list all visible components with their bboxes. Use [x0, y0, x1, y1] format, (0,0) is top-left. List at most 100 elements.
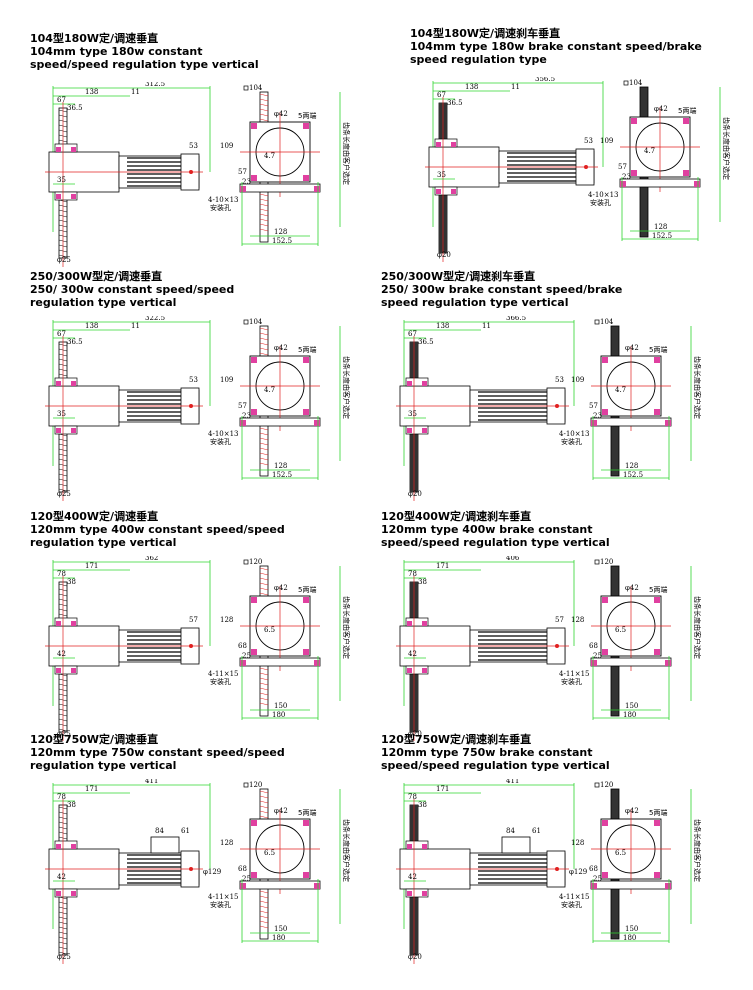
bolt-marker: [407, 844, 412, 849]
rack-tooth: [259, 905, 269, 909]
bolt-marker: [407, 621, 412, 626]
dim-label: 171: [85, 562, 98, 570]
rack-tooth: [259, 815, 269, 819]
title-english: 250/ 300w brake constant speed/brake spe…: [381, 283, 623, 309]
corner-hole: [654, 649, 660, 655]
overall-length-label: 406: [506, 556, 520, 562]
dim-label: 57: [589, 402, 598, 410]
square-symbol: [243, 319, 249, 325]
bolt-marker: [56, 891, 61, 896]
base-plate: [239, 880, 321, 890]
gearbox-flange: [54, 377, 78, 387]
terminal-box: [150, 836, 180, 854]
overall-length-label: 411: [506, 779, 519, 785]
dim-label: 84: [506, 827, 515, 835]
rack-tooth: [259, 332, 269, 336]
rack-tooth: [259, 208, 269, 212]
rack-tooth: [259, 667, 269, 671]
square-symbol: [594, 319, 600, 325]
dim-label: 128: [220, 839, 233, 847]
dim-label: 11: [511, 83, 520, 91]
rack-tooth: [259, 432, 269, 436]
rack-tooth: [259, 98, 269, 102]
bolt-marker: [422, 621, 427, 626]
pcd-label: 6.5: [264, 626, 275, 634]
overall-length-label: 411: [145, 779, 158, 785]
dim-label: 150: [274, 702, 287, 710]
dim-label: 180: [272, 711, 285, 719]
dim-label: φ20: [408, 730, 422, 738]
mount-label: 安装孔: [210, 437, 231, 446]
corner-hole: [602, 649, 608, 655]
bolt-marker: [407, 891, 412, 896]
dim-label: 138: [465, 83, 478, 91]
dim-label: 78: [408, 570, 417, 578]
dim-label: 61: [181, 827, 190, 835]
rack-tooth: [259, 337, 269, 341]
rack-tooth: [259, 810, 269, 814]
foot-hole: [694, 181, 700, 187]
dim-label: 67: [408, 330, 417, 338]
corner-hole: [251, 597, 257, 603]
title-chinese: 120型750W定/调速刹车垂直: [381, 733, 532, 746]
corner-hole: [683, 118, 689, 124]
title-english: 120mm type 400w constant speed/speed reg…: [30, 523, 285, 549]
bolt-marker: [71, 844, 76, 849]
dim-label: 109: [600, 137, 613, 145]
holes-label: 4-10×13: [208, 430, 239, 438]
rack-tooth: [259, 103, 269, 107]
mount-label: 安装孔: [561, 900, 582, 909]
shaft-dia-label: φ42: [625, 344, 639, 352]
dim-label: 109: [571, 376, 584, 384]
dim-label: 128: [274, 228, 287, 236]
bolt-marker: [71, 668, 76, 673]
dim-label: φ25: [57, 953, 71, 961]
bolt-marker: [56, 621, 61, 626]
corner-hole: [602, 872, 608, 878]
rack-tooth: [259, 457, 269, 461]
rack-tooth: [259, 452, 269, 456]
bolt-marker: [407, 381, 412, 386]
dim-label: 78: [408, 793, 417, 801]
rack-tooth: [259, 920, 269, 924]
rack-tooth: [259, 900, 269, 904]
gearbox-flange: [405, 888, 429, 898]
dim-label: 150: [274, 925, 287, 933]
rack-tooth: [259, 890, 269, 894]
corner-hole: [654, 872, 660, 878]
dim-label: 128: [625, 462, 638, 470]
dim-label: 171: [85, 785, 98, 793]
corner-hole: [654, 409, 660, 415]
dim-label: 42: [408, 650, 417, 658]
square-size-label: 120: [249, 558, 262, 566]
dim-label: 11: [131, 322, 140, 330]
mount-label: 安装孔: [210, 900, 231, 909]
corner-hole: [602, 820, 608, 826]
dim-label: 35: [437, 171, 446, 179]
dim-label: φ129: [569, 868, 587, 876]
shaft-dia-label: φ42: [274, 807, 288, 815]
rack-length-note: 齿条长度由客户选定: [342, 122, 351, 185]
dim-label: 23: [242, 178, 251, 186]
ends-label: 5两端: [649, 808, 667, 817]
bolt-marker: [56, 194, 61, 199]
gearbox-flange: [434, 138, 458, 148]
shaft-center: [189, 867, 193, 871]
bolt-marker: [71, 891, 76, 896]
gearbox-flange: [405, 377, 429, 387]
title-chinese: 104型180W定/调速垂直: [30, 32, 159, 45]
shaft-center: [189, 644, 193, 648]
pcd-label: 6.5: [615, 849, 626, 857]
holes-label: 4-11×15: [208, 670, 239, 678]
